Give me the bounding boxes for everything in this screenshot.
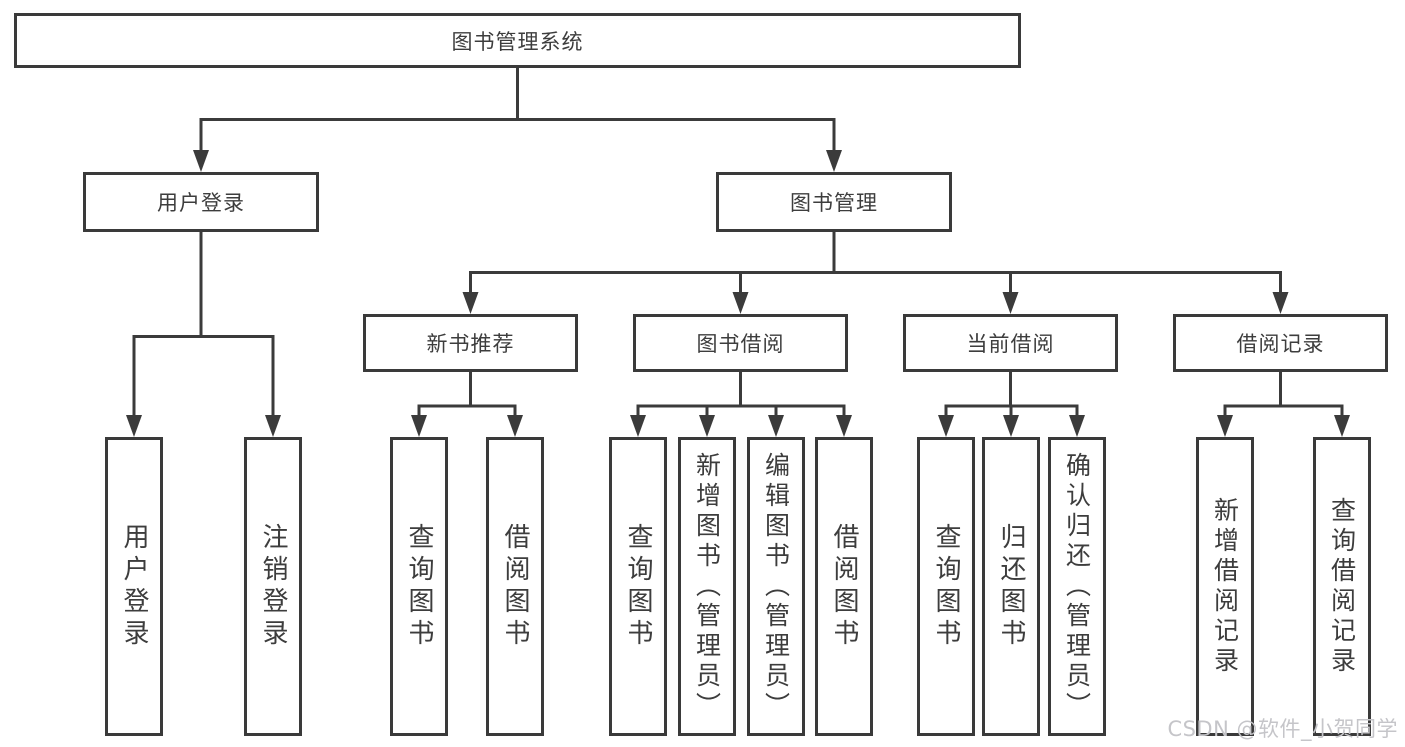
node-leaf-edit-books-admin: 编辑图书（管理员）: [747, 437, 805, 736]
node-label: 借阅图书: [829, 522, 859, 651]
node-leaf-query-books-1: 查询图书: [390, 437, 448, 736]
node-label: 新增图书（管理员）: [692, 451, 722, 722]
node-label: 用户登录: [157, 191, 245, 215]
node-label: 编辑图书（管理员）: [761, 451, 791, 722]
node-label: 确认归还（管理员）: [1062, 451, 1092, 722]
node-root-library-management-system: 图书管理系统: [14, 13, 1021, 68]
node-leaf-return-books: 归还图书: [982, 437, 1040, 736]
node-label: 查询借阅记录: [1327, 496, 1357, 677]
node-label: 用户登录: [119, 522, 149, 651]
node-leaf-borrow-books-2: 借阅图书: [815, 437, 873, 736]
node-label: 借阅图书: [500, 522, 530, 651]
node-leaf-query-books-2: 查询图书: [609, 437, 667, 736]
node-label: 借阅记录: [1236, 332, 1325, 356]
node-label: 图书管理: [790, 191, 878, 215]
node-label: 新书推荐: [426, 332, 515, 356]
node-label: 图书借阅: [696, 332, 785, 356]
node-label: 新增借阅记录: [1210, 496, 1240, 677]
node-label: 归还图书: [996, 522, 1026, 651]
node-label: 查询图书: [623, 522, 653, 651]
node-leaf-query-books-3: 查询图书: [917, 437, 975, 736]
node-leaf-query-borrow-record: 查询借阅记录: [1313, 437, 1371, 736]
node-leaf-add-books-admin: 新增图书（管理员）: [678, 437, 736, 736]
csdn-watermark: CSDN @软件_小贺同学: [1167, 717, 1398, 741]
node-label: 图书管理系统: [451, 29, 584, 54]
node-label: 当前借阅: [966, 332, 1055, 356]
node-label: 查询图书: [931, 522, 961, 651]
node-label: 注销登录: [258, 522, 288, 651]
node-label: 查询图书: [404, 522, 434, 651]
node-leaf-user-login: 用户登录: [105, 437, 163, 736]
node-leaf-logout: 注销登录: [244, 437, 302, 736]
node-leaf-add-borrow-record: 新增借阅记录: [1196, 437, 1254, 736]
node-leaf-borrow-books-1: 借阅图书: [486, 437, 544, 736]
node-book-management-module: 图书管理: [716, 172, 952, 232]
node-leaf-confirm-return-admin: 确认归还（管理员）: [1048, 437, 1106, 736]
node-new-book-recommendation: 新书推荐: [363, 314, 578, 372]
node-user-login-module: 用户登录: [83, 172, 319, 232]
node-book-borrowing: 图书借阅: [633, 314, 848, 372]
node-borrowing-records: 借阅记录: [1173, 314, 1388, 372]
node-current-borrowing: 当前借阅: [903, 314, 1118, 372]
